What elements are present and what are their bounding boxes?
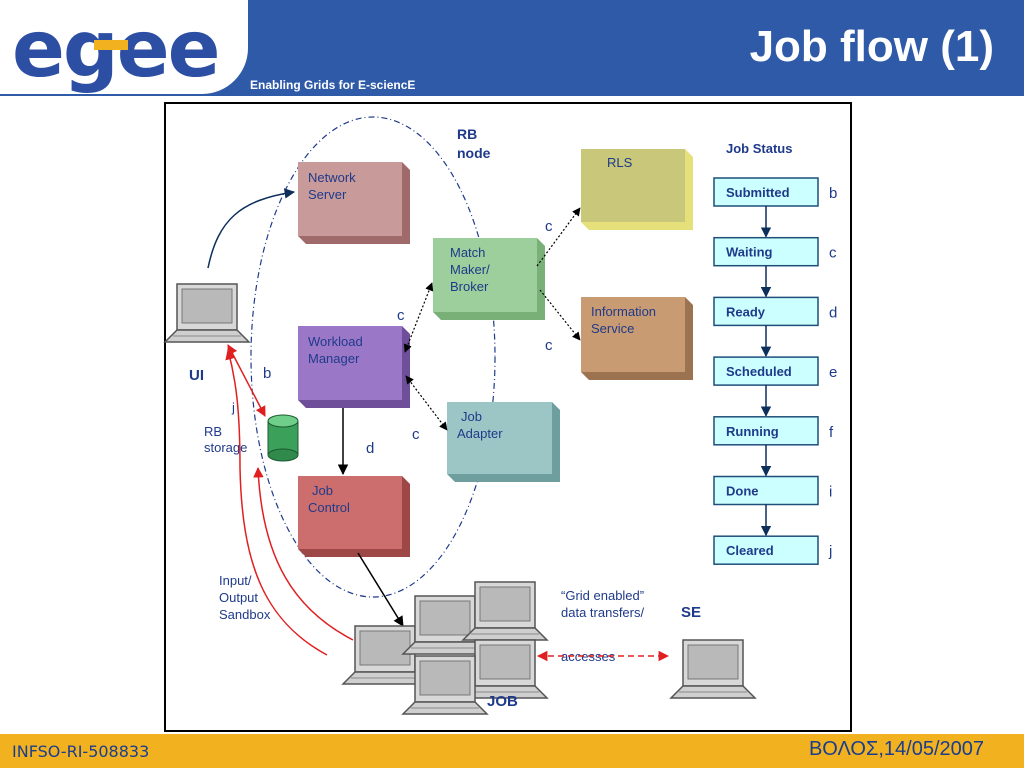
ui-label: UI (189, 367, 204, 384)
job-adapter-label-1: Job (461, 409, 482, 424)
status-box-done (713, 475, 819, 506)
rb-node-boundary (250, 116, 496, 598)
grid-transfers-label-2: data transfers/ (561, 605, 644, 620)
workload-manager-label-1: Workload (308, 334, 363, 349)
status-name-done: Done (726, 484, 759, 499)
sandbox-label-2: Output (219, 590, 258, 605)
information-service-label-1: Information (591, 304, 656, 319)
job-control-label-2: Control (308, 500, 350, 515)
information-service-box: Information Service (581, 297, 693, 380)
status-name-running: Running (726, 424, 779, 439)
egee-logo-graphic: egee (12, 5, 221, 95)
rb-storage-label-2: storage (204, 440, 247, 455)
workload-manager-label-2: Manager (308, 351, 360, 366)
job-status-title: Job Status (726, 141, 792, 156)
match-maker-label-3: Broker (450, 279, 489, 294)
matchmaker-rls-arrow (536, 207, 581, 267)
se-icon (670, 639, 756, 699)
footer-bar (0, 734, 1024, 768)
job-node-3-icon (462, 581, 548, 641)
status-box-waiting (713, 236, 819, 267)
rb-storage-cylinder-icon (267, 414, 299, 462)
status-letter-ready: d (829, 304, 837, 321)
jobcontrol-to-job-arrow (357, 552, 404, 627)
se-label: SE (681, 604, 701, 621)
rls-box: RLS (581, 149, 693, 230)
status-box-cleared (713, 535, 819, 565)
wm-jobadapter-step: c (412, 426, 420, 443)
status-box-submitted (713, 177, 819, 207)
status-box-ready (713, 296, 819, 327)
status-letter-running: f (829, 424, 834, 441)
sandbox-label-3: Sandbox (219, 607, 271, 622)
rb-node-label-2: node (457, 145, 491, 161)
status-name-cleared: Cleared (726, 543, 774, 558)
status-letter-submitted: b (829, 185, 837, 202)
match-maker-label-2: Maker/ (450, 262, 490, 277)
rb-node-label-1: RB (457, 126, 477, 142)
status-name-submitted: Submitted (726, 185, 790, 200)
rls-label: RLS (607, 155, 633, 170)
grid-transfers-label-1: “Grid enabled” (561, 588, 644, 603)
job-to-storage-sandbox-arrow (253, 466, 354, 641)
job-adapter-box: Job Adapter (447, 402, 560, 482)
job-label: JOB (487, 693, 518, 710)
ui-step-b: b (263, 365, 271, 382)
network-server-box: Network Server (298, 162, 410, 244)
sandbox-label-1: Input/ (219, 573, 252, 588)
ui-laptop-icon (164, 283, 250, 343)
egee-logo: egee (0, 0, 248, 95)
footer-date: ΒΟΛΟΣ,14/05/2007 (808, 738, 984, 760)
slide-title: Job flow (1) (749, 22, 994, 71)
status-letter-waiting: c (829, 245, 837, 262)
job-adapter-label-2: Adapter (457, 426, 503, 441)
matchmaker-info-step: c (545, 337, 553, 354)
wm-jobcontrol-step: d (366, 440, 374, 457)
network-server-label-2: Server (308, 187, 347, 202)
network-server-label-1: Network (308, 170, 356, 185)
match-maker-label-1: Match (450, 245, 485, 260)
matchmaker-rls-step: c (545, 218, 553, 235)
tagline: Enabling Grids for E-sciencE (250, 78, 416, 92)
rb-storage-label-1: RB (204, 424, 222, 439)
wm-jobadapter-arrow (405, 375, 448, 431)
job-control-label-1: Job (312, 483, 333, 498)
status-name-scheduled: Scheduled (726, 364, 792, 379)
matchmaker-info-arrow (539, 289, 581, 341)
status-letter-scheduled: e (829, 364, 837, 381)
status-name-ready: Ready (726, 304, 766, 319)
logo-accent (94, 40, 128, 50)
workload-manager-box: Workload Manager (298, 326, 410, 408)
job-control-box: Job Control (298, 476, 410, 557)
wm-matchmaker-step: c (397, 307, 405, 324)
status-letter-done: i (829, 484, 832, 501)
ui-to-network-server-arrow (207, 188, 296, 269)
job-to-ui-sandbox-arrow (225, 348, 328, 656)
information-service-label-2: Service (591, 321, 634, 336)
job-node-5-icon (402, 655, 488, 715)
status-name-waiting: Waiting (726, 245, 773, 260)
footer-project-id: INFSO-RI-508833 (12, 742, 150, 761)
ui-step-j: j (231, 400, 235, 415)
wm-matchmaker-arrow (403, 282, 434, 353)
match-maker-box: Match Maker/ Broker (433, 238, 545, 320)
status-letter-cleared: j (828, 543, 832, 560)
